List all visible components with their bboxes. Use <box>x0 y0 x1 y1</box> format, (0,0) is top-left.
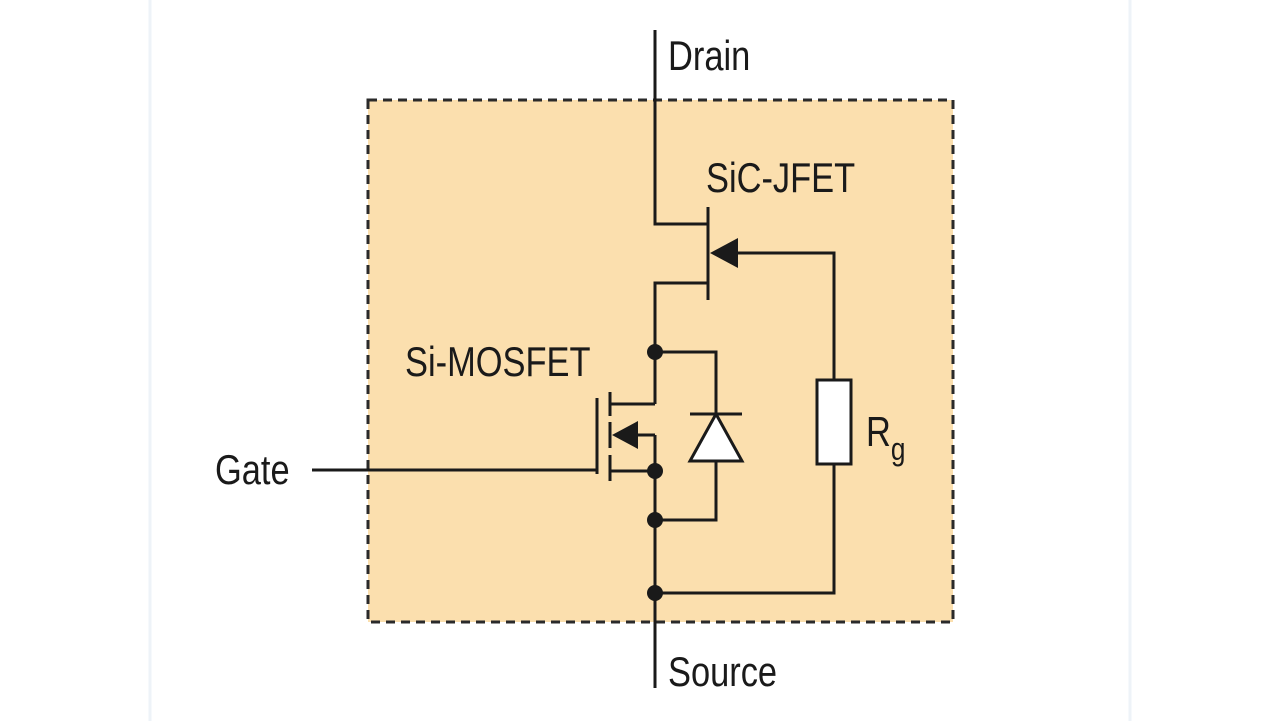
rg-label: Rg <box>866 409 905 468</box>
mosfet-body-arrow-icon <box>612 421 638 449</box>
si-mosfet-label: Si-MOSFET <box>405 339 591 386</box>
diode-cathode-wire <box>655 350 718 414</box>
drain-label: Drain <box>668 33 750 80</box>
gate-label: Gate <box>215 447 290 494</box>
diode-anode-wire <box>655 461 718 522</box>
junction-dot-jfet-source <box>647 344 663 360</box>
jfet-gate-wire <box>738 251 836 380</box>
rg-resistor <box>815 378 853 466</box>
junction-dot-mosfet-source <box>647 463 663 479</box>
module-package-outline <box>366 98 955 624</box>
source-label: Source <box>668 649 777 696</box>
junction-dot-source-rail <box>647 585 663 601</box>
jfet-source-wire <box>653 281 708 352</box>
junction-dot-diode-anode <box>647 512 663 528</box>
rg-return-wire <box>655 464 836 595</box>
jfet-gate-arrow-icon <box>710 238 738 268</box>
rg-label-main: R <box>866 409 891 456</box>
drain-wire <box>653 30 708 226</box>
rg-label-subscript: g <box>891 433 906 468</box>
sic-jfet-label: SiC-JFET <box>706 155 855 202</box>
